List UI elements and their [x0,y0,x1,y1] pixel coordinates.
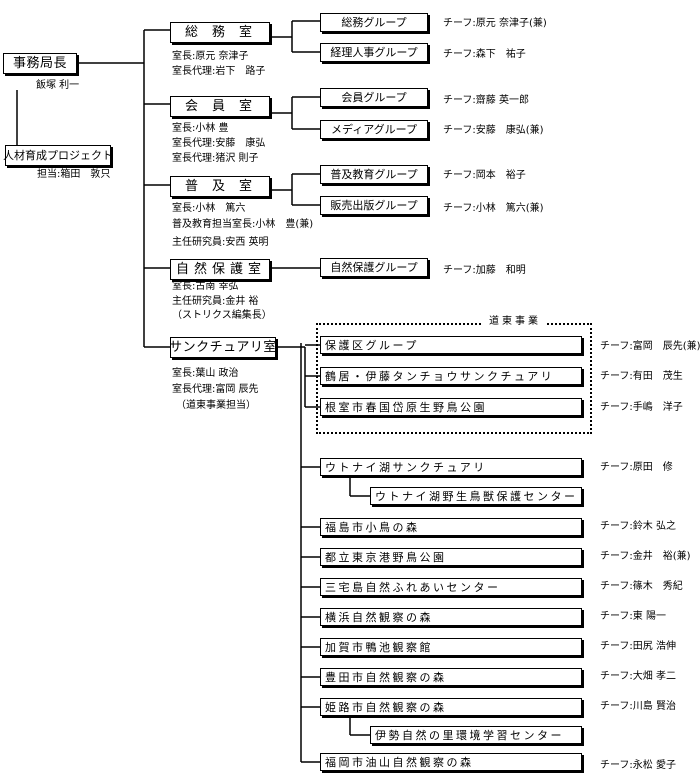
sanctuary-box: 三宅島自然ふれあいセンター [320,578,582,596]
doto-label: 道東事業 [483,317,547,327]
dept-sanctuary-box: サンクチュアリ室 [169,337,276,358]
dept-staff: （ストリクス編集長） [172,310,272,321]
sanctuary-chief: チーフ:東 陽一 [600,611,666,622]
sanctuary-sub-box: 伊勢自然の里環境学習センター [370,726,582,744]
dept-staff: 主任研究員:金井 裕 [172,296,259,307]
dept-staff: （道東事業担当） [176,400,256,411]
sanctuary-chief: チーフ:大畑 孝二 [600,671,676,682]
dept-staff: 主任研究員:安西 英明 [172,237,269,248]
sanctuary-box: ウトナイ湖サンクチュアリ [320,458,582,476]
sanctuary-box: 豊田市自然観察の森 [320,668,582,686]
sanctuary-chief: チーフ:鈴木 弘之 [600,521,676,532]
dept-staff: 室長:古南 幸弘 [172,281,239,292]
sanctuary-chief: チーフ:篠木 秀紀 [600,581,683,592]
doto-item-chief: チーフ:富岡 辰先(兼) [600,341,700,352]
sanctuary-box: 姫路市自然観察の森 [320,698,582,716]
sanctuary-box: 都立東京港野鳥公園 [320,548,582,566]
group-box: 自然保護グループ [320,258,428,277]
sanctuary-chief: チーフ:原田 修 [600,462,673,473]
director-box: 事務局長 [3,53,77,74]
group-box: 経理人事グループ [320,43,428,62]
dept-staff: 室長:小林 篤六 [172,203,246,214]
group-chief: チーフ:森下 祐子 [443,49,526,60]
dept-staff: 室長代理:猪沢 則子 [172,153,259,164]
dept-staff: 室長代理:富岡 辰先 [172,384,259,395]
sanctuary-box: 加賀市鴨池観察館 [320,638,582,656]
sanctuary-box: 福岡市油山自然観察の森 [320,753,582,771]
dept-soumu-box: 総務室 [170,22,270,43]
sanctuary-chief: チーフ:金井 裕(兼) [600,551,691,562]
dept-staff: 室長:葉山 政治 [172,368,239,379]
group-chief: チーフ:小林 篤六(兼) [443,203,544,214]
group-box: 総務グループ [320,13,428,32]
project-box: 人材育成プロジェクト [3,145,113,166]
sanctuary-chief: チーフ:田尻 浩伸 [600,641,676,652]
doto-item-chief: チーフ:有田 茂生 [600,371,683,382]
group-chief: チーフ:加藤 和明 [443,265,526,276]
group-box: 会員グループ [320,88,428,107]
sanctuary-sub-box: ウトナイ湖野生鳥獣保護センター [370,487,582,505]
sanctuary-chief: チーフ:川島 賢治 [600,701,676,712]
group-box: 販売出版グループ [320,196,428,215]
director-name: 飯塚 利一 [36,80,80,91]
dept-fukyu-box: 普及室 [170,176,270,197]
doto-item-box: 根室市春国岱原生野鳥公園 [320,398,582,416]
dept-staff: 室長:小林 豊 [172,123,229,134]
sanctuary-box: 福島市小鳥の森 [320,518,582,536]
sanctuary-chief: チーフ:永松 愛子 [600,760,676,771]
group-chief: チーフ:岡本 裕子 [443,170,526,181]
dept-staff: 室長代理:岩下 路子 [172,66,266,77]
sanctuary-box: 横浜自然観察の森 [320,608,582,626]
group-chief: チーフ:原元 奈津子(兼) [443,18,547,29]
dept-shizenhogo-box: 自然保護室 [170,259,270,280]
doto-item-box: 鶴居・伊藤タンチョウサンクチュアリ [320,367,582,385]
dept-staff: 室長代理:安藤 康弘 [172,138,266,149]
doto-item-box: 保護区グループ [320,336,582,354]
dept-staff: 室長:原元 奈津子 [172,51,249,62]
dept-kaiin-box: 会員室 [170,96,270,117]
group-box: メディアグループ [320,120,428,139]
doto-item-chief: チーフ:手嶋 洋子 [600,402,683,413]
doto-frame [316,323,592,434]
dept-staff: 普及教育担当室長:小林 豊(兼) [172,219,314,230]
group-chief: チーフ:安藤 康弘(兼) [443,125,544,136]
group-box: 普及教育グループ [320,165,428,184]
group-chief: チーフ:齋藤 英一郎 [443,95,529,106]
project-lead: 担当:箱田 敦只 [37,169,111,180]
